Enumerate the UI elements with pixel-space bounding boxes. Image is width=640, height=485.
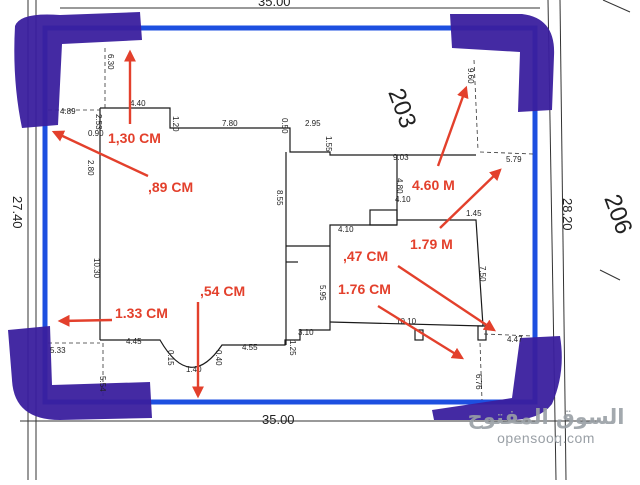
dim-label: 5.95 [318, 285, 327, 301]
arrow [397, 265, 496, 332]
annotation-labels: 1,30 CM ,89 CM 4.60 M 1.79 M ,47 CM 1.76… [108, 130, 455, 321]
dim-label: 0.40 [214, 350, 223, 366]
dim-label: 4.80 [395, 178, 404, 194]
dim-label: 4.10 [338, 225, 354, 234]
annotation-label: ,47 CM [343, 248, 388, 264]
annotation-label: 1.33 CM [115, 305, 168, 321]
dim-label: 0.50 [280, 118, 289, 134]
lot-206-label: 206 [598, 191, 637, 238]
dim-label: 1.25 [288, 340, 297, 356]
dim-label: 10.10 [396, 317, 417, 326]
dim-label: 9.03 [393, 153, 409, 162]
top-side-label: 35.00 [258, 0, 291, 9]
right-side-label: 28.20 [560, 198, 575, 231]
lot-203-label: 203 [382, 85, 421, 132]
arrow [439, 168, 502, 229]
dim-label: 8.55 [275, 190, 284, 206]
dim-label: 4.47 [507, 335, 523, 344]
dim-label: 9.60 [466, 68, 475, 84]
arrow [377, 304, 465, 360]
dim-label: 4.89 [60, 107, 76, 116]
dim-label: 4.10 [395, 195, 411, 204]
dim-label: 1.55 [324, 136, 333, 152]
dim-label: 1.40 [186, 365, 202, 374]
dim-label: 2.95 [305, 119, 321, 128]
annotation-label: 1.76 CM [338, 281, 391, 297]
dim-label: 0.90 [88, 129, 104, 138]
arrow [51, 130, 149, 178]
dim-label: 6.30 [106, 54, 115, 70]
dim-label: 5.33 [50, 346, 66, 355]
property-frame [42, 25, 538, 405]
annotation-label: 1.79 M [410, 236, 453, 252]
dim-label: 4.55 [242, 343, 258, 352]
dim-label: 3.10 [298, 328, 314, 337]
dim-label: 5.54 [98, 376, 107, 392]
dim-label: 10.30 [92, 258, 101, 279]
dimension-labels: 6.30 4.89 4.40 1.20 7.80 0.50 2.95 1.55 … [50, 54, 523, 392]
watermark-arabic: السوق المفتوح [467, 405, 625, 429]
dim-label: 2.80 [86, 160, 95, 176]
watermark: السوق المفتوح opensooq.com [466, 404, 626, 446]
dim-label: 2.53 [94, 114, 103, 130]
annotation-label: 4.60 M [412, 177, 455, 193]
dim-label: 1.20 [171, 116, 180, 132]
annotation-label: ,54 CM [200, 283, 245, 299]
corner-markers [8, 12, 562, 420]
dim-label: 7.80 [222, 119, 238, 128]
building-outline [99, 107, 487, 368]
annotation-arrows [51, 49, 502, 399]
dim-label: 4.45 [126, 337, 142, 346]
dim-label: 7.50 [478, 266, 487, 282]
side-labels: 35.00 35.00 27.40 28.20 [10, 0, 575, 427]
arrow [57, 314, 113, 327]
bottom-side-label: 35.00 [262, 412, 295, 427]
dim-label: 0.15 [166, 350, 175, 366]
left-side-label: 27.40 [10, 196, 25, 229]
annotation-label: ,89 CM [148, 179, 193, 195]
dim-label: 1.45 [466, 209, 482, 218]
watermark-latin: opensooq.com [497, 430, 595, 446]
arrow [436, 85, 469, 167]
dim-label: 6.76 [474, 374, 483, 390]
dim-label: 4.40 [130, 99, 146, 108]
dim-label: 5.79 [506, 155, 522, 164]
annotation-label: 1,30 CM [108, 130, 161, 146]
